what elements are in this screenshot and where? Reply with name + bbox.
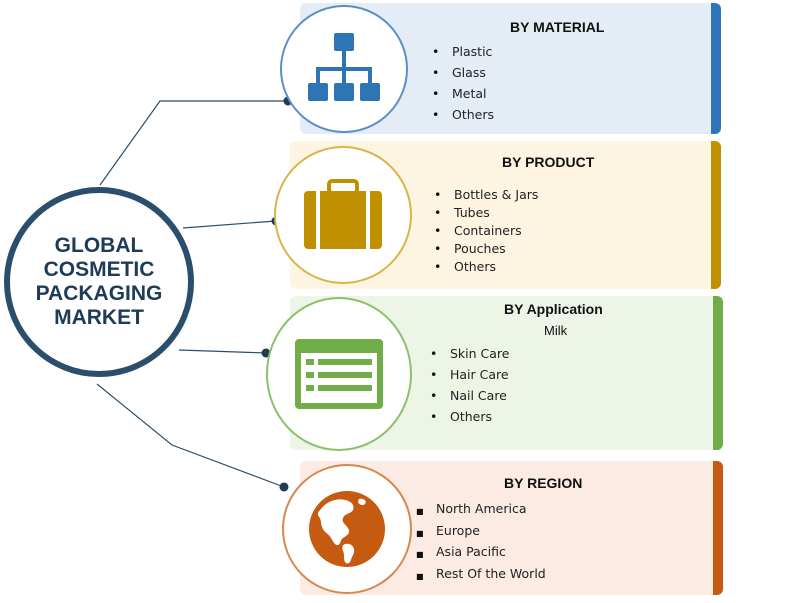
connector-application <box>178 349 267 354</box>
hub-title: GLOBAL COSMETIC PACKAGING MARKET <box>29 234 169 330</box>
application-card-accent <box>713 296 723 450</box>
market-hub-circle: GLOBAL COSMETIC PACKAGING MARKET <box>4 187 194 377</box>
list-item: Others <box>434 258 538 276</box>
list-item: Pouches <box>434 240 538 258</box>
application-title: BY Application <box>504 301 603 317</box>
list-item: Metal <box>432 83 494 104</box>
product-title: BY PRODUCT <box>502 154 595 170</box>
list-item: Skin Care <box>430 343 510 364</box>
product-list: Bottles & Jars Tubes Containers Pouches … <box>434 186 538 276</box>
list-item: Rest Of the World <box>416 563 546 586</box>
region-title: BY REGION <box>504 475 583 491</box>
list-item: Others <box>432 104 494 125</box>
list-item: Bottles & Jars <box>434 186 538 204</box>
hub-title-line: PACKAGING <box>35 282 163 305</box>
list-item: Europe <box>416 520 546 543</box>
region-list: North America Europe Asia Pacific Rest O… <box>416 498 546 587</box>
product-card-accent <box>711 141 721 289</box>
application-subtitle: Milk <box>544 323 568 338</box>
material-card-accent <box>711 3 721 134</box>
application-icon-circle <box>266 297 412 451</box>
hierarchy-icon <box>308 33 380 101</box>
material-list: Plastic Glass Metal Others <box>432 41 494 125</box>
list-item: Plastic <box>432 41 494 62</box>
region-card-accent <box>713 461 723 595</box>
connector-region <box>96 383 285 488</box>
list-item: Asia Pacific <box>416 541 546 565</box>
material-icon-circle <box>280 5 408 133</box>
list-window-icon <box>295 339 383 409</box>
product-icon-circle <box>274 146 412 284</box>
list-item: Glass <box>432 62 494 83</box>
list-item: Containers <box>434 222 538 240</box>
hub-title-line: GLOBAL <box>54 234 144 257</box>
application-list: Skin Care Hair Care Nail Care Others <box>430 343 510 427</box>
list-item: North America <box>416 498 546 522</box>
connector-material <box>99 100 288 186</box>
connector-product <box>182 220 277 229</box>
hub-title-line: MARKET <box>54 306 144 329</box>
material-title: BY MATERIAL <box>510 19 605 35</box>
globe-icon <box>309 491 385 567</box>
connector-dot-region <box>279 482 289 492</box>
list-item: Nail Care <box>430 385 510 406</box>
list-item: Others <box>430 406 510 427</box>
hub-title-line: COSMETIC <box>43 258 155 281</box>
list-item: Hair Care <box>430 364 510 385</box>
list-item: Tubes <box>434 204 538 222</box>
briefcase-icon <box>304 179 382 249</box>
region-icon-circle <box>282 464 412 594</box>
